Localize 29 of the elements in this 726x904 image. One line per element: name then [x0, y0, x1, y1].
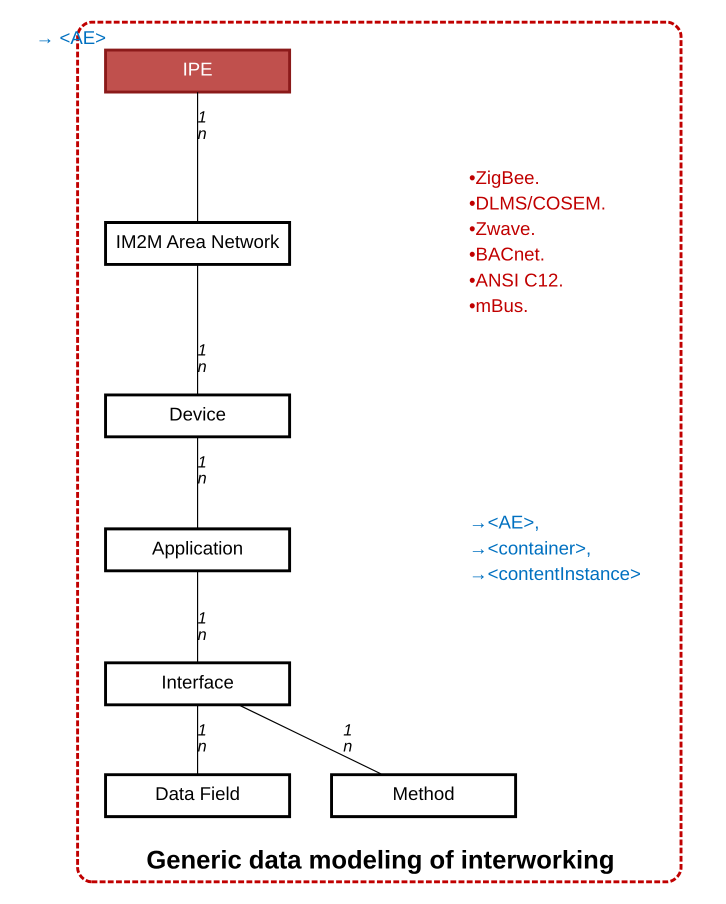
- label: →<AE>,: [469, 512, 540, 533]
- node-box: Method: [330, 773, 518, 818]
- node-box: Device: [104, 393, 292, 438]
- connector: [238, 704, 383, 776]
- label: •DLMS/COSEM.: [469, 192, 606, 214]
- label: •BACnet.: [469, 244, 545, 265]
- edge-label: 1 n: [198, 108, 207, 143]
- label: •ZigBee.: [469, 166, 540, 188]
- label: →<contentInstance>: [469, 562, 641, 584]
- label: •ANSI C12.: [469, 269, 564, 290]
- connector: [197, 705, 198, 775]
- edge-label: 1 n: [198, 721, 207, 756]
- label: •mBus.: [469, 294, 528, 316]
- node-label: → <AE>: [36, 27, 106, 48]
- node-box: IPE: [104, 48, 292, 94]
- label: →<container>,: [469, 537, 592, 558]
- connector: [197, 571, 198, 662]
- edge-label: 1 n: [198, 609, 207, 644]
- node-box: Data Field: [104, 773, 292, 818]
- edge-label: 1 n: [198, 342, 207, 376]
- connector: [197, 264, 198, 394]
- connector: [197, 437, 198, 528]
- node-box: Interface: [104, 661, 292, 706]
- edge-label: 1 n: [198, 453, 207, 488]
- node-box: IM2M Area Network: [104, 221, 292, 266]
- connector: [197, 92, 198, 222]
- node-box: Application: [104, 527, 292, 572]
- label: •Zwave.: [469, 218, 536, 240]
- edge-label: 1 n: [343, 721, 352, 756]
